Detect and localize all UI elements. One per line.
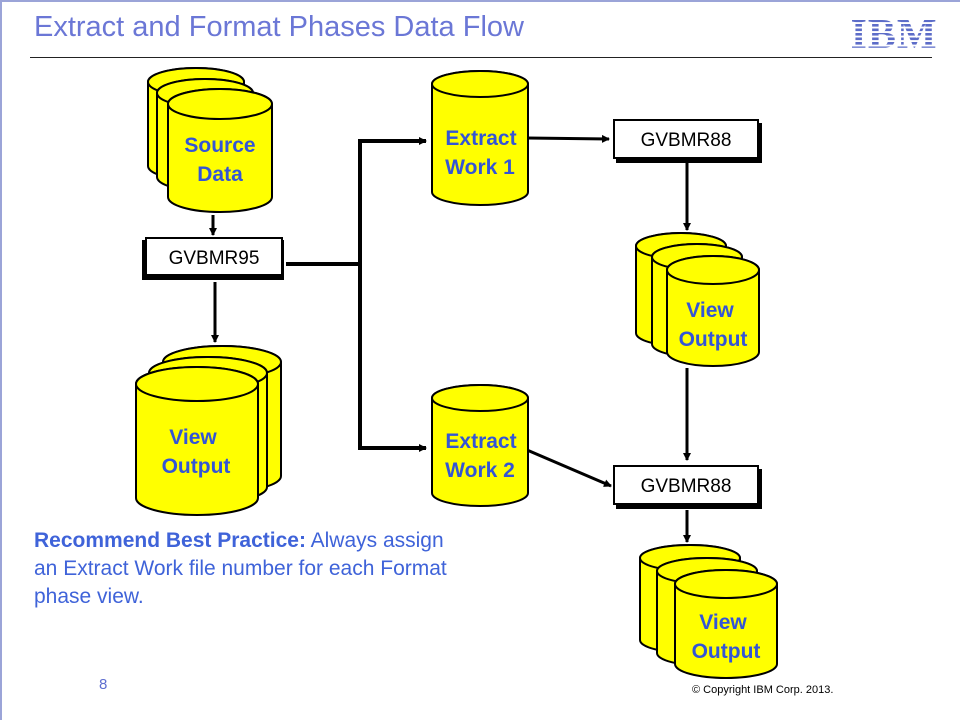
page-number: 8 xyxy=(99,676,108,693)
source-data-label-line2: Data xyxy=(197,163,243,186)
logo-text: IBM xyxy=(852,15,936,51)
gvbmr88-bottom-label: GVBMR88 xyxy=(641,476,732,497)
ibm-logo: IBM xyxy=(852,15,936,51)
arrow-extract-work-1-to-gvbmr88 xyxy=(526,134,610,143)
gvbmr95-label: GVBMR95 xyxy=(169,248,260,269)
extract-work-1-label-line1: Extract xyxy=(445,127,516,150)
arrow-extract-work-2-to-gvbmr88 xyxy=(526,448,612,488)
extract-work-2-label-line1: Extract xyxy=(445,430,516,453)
gvbmr88-top-box: GVBMR88 xyxy=(613,119,762,163)
slide-title: Extract and Format Phases Data Flow xyxy=(34,11,524,43)
view-output-right-top-label-line2: Output xyxy=(679,328,748,351)
source-data-label-line1: Source xyxy=(184,134,255,157)
slide-frame-left xyxy=(0,0,2,720)
gvbmr95-box: GVBMR95 xyxy=(142,237,284,280)
extract-work-1-label-line2: Work 1 xyxy=(445,156,515,179)
title-divider xyxy=(30,57,932,58)
arrow-to-extract-work-1 xyxy=(358,137,427,264)
view-output-right-bottom-label-line1: View xyxy=(699,611,747,634)
arrow-to-extract-work-2 xyxy=(358,264,427,452)
gvbmr88-top-label: GVBMR88 xyxy=(641,130,732,151)
view-output-right-bottom-cylinder-stack xyxy=(639,544,778,679)
best-practice-note: Recommend Best Practice: Always assign a… xyxy=(34,527,464,611)
view-output-right-bottom-label-line2: Output xyxy=(692,640,761,663)
view-output-right-top-cylinder-stack xyxy=(635,232,760,367)
slide-frame-top xyxy=(0,0,960,2)
connectors xyxy=(209,134,691,543)
best-practice-body: Always assign an Extract Work file numbe… xyxy=(34,529,447,608)
extract-work-2-label-line2: Work 2 xyxy=(445,459,515,482)
gvbmr88-bottom-box: GVBMR88 xyxy=(613,465,762,509)
source-data-cylinder-stack xyxy=(147,67,273,213)
extract-work-1-cylinder xyxy=(431,70,529,206)
best-practice-heading: Recommend Best Practice: xyxy=(34,529,306,552)
extract-work-2-cylinder xyxy=(431,384,529,507)
view-output-left-label-line1: View xyxy=(169,426,217,449)
view-output-right-top-label-line1: View xyxy=(686,299,734,322)
view-output-left-cylinder-stack xyxy=(135,345,282,516)
view-output-left-label-line2: Output xyxy=(162,455,231,478)
copyright-notice: © Copyright IBM Corp. 2013. xyxy=(692,684,834,696)
